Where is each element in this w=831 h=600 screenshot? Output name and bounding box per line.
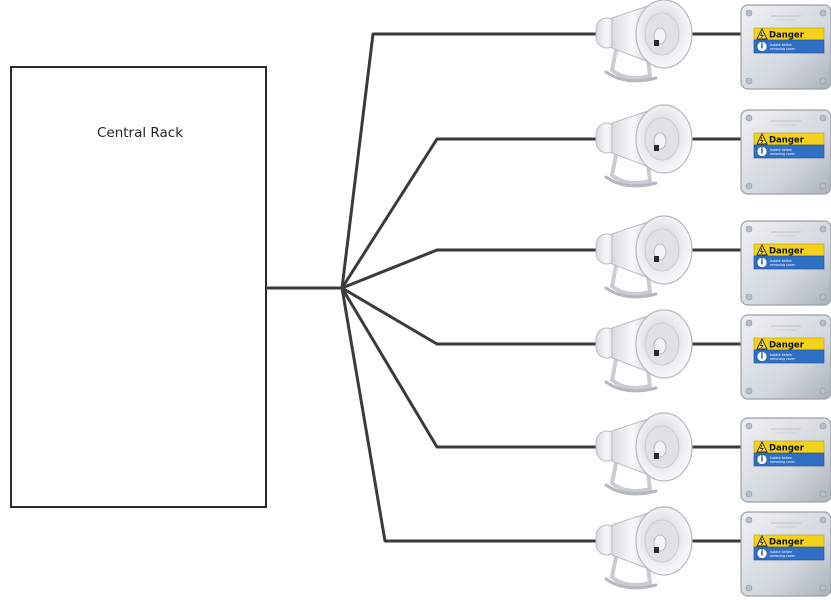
svg-text:removing cover: removing cover bbox=[770, 263, 796, 267]
danger-sign-text-1: Danger bbox=[769, 31, 805, 41]
warning-panel-5 bbox=[753, 452, 825, 467]
horn-speaker-icon-2 bbox=[595, 104, 693, 188]
svg-text:Isolate before: Isolate before bbox=[770, 148, 792, 152]
warning-triangle-icon bbox=[756, 534, 768, 547]
branch-wire-1 bbox=[340, 32, 600, 289]
svg-text:removing cover: removing cover bbox=[770, 460, 796, 464]
danger-sign-text-5: Danger bbox=[769, 444, 805, 454]
horn-speaker-icon-1 bbox=[595, 0, 693, 83]
horn-speaker-icon-4 bbox=[595, 309, 693, 393]
danger-sign-text-4: Danger bbox=[769, 341, 805, 351]
branch-wire-2 bbox=[340, 137, 600, 289]
branch-wire-3 bbox=[341, 248, 600, 290]
svg-text:Isolate before: Isolate before bbox=[770, 353, 792, 357]
svg-text:removing cover: removing cover bbox=[770, 554, 796, 558]
warning-triangle-icon bbox=[756, 132, 768, 145]
warning-triangle-icon bbox=[756, 337, 768, 350]
warning-triangle-icon bbox=[756, 440, 768, 453]
horn-speaker-icon-6 bbox=[595, 506, 693, 590]
danger-sign-text-2: Danger bbox=[769, 136, 805, 146]
svg-text:removing cover: removing cover bbox=[770, 47, 796, 51]
danger-sign-text-3: Danger bbox=[769, 247, 805, 257]
svg-text:Isolate before: Isolate before bbox=[770, 550, 792, 554]
horn-speaker-icon-5 bbox=[595, 412, 693, 496]
warning-panel-6 bbox=[753, 546, 825, 561]
warning-panel-1 bbox=[753, 39, 825, 54]
warning-panel-4 bbox=[753, 349, 825, 364]
warning-panel-2 bbox=[753, 144, 825, 159]
central-rack-box bbox=[10, 66, 267, 508]
svg-text:Isolate before: Isolate before bbox=[770, 43, 792, 47]
central-rack-label: Central Rack bbox=[97, 125, 183, 141]
svg-text:Isolate before: Isolate before bbox=[770, 259, 792, 263]
warning-triangle-icon bbox=[756, 27, 768, 40]
svg-text:Isolate before: Isolate before bbox=[770, 456, 792, 460]
branch-wire-6 bbox=[340, 287, 600, 543]
danger-sign-text-6: Danger bbox=[769, 538, 805, 548]
horn-speaker-icon-3 bbox=[595, 215, 693, 299]
warning-panel-3 bbox=[753, 255, 825, 270]
branch-wire-4 bbox=[341, 286, 600, 346]
central-rack: Central Rack bbox=[10, 66, 267, 508]
warning-triangle-icon bbox=[756, 243, 768, 256]
svg-text:removing cover: removing cover bbox=[770, 152, 796, 156]
svg-text:removing cover: removing cover bbox=[770, 357, 796, 361]
branch-wire-5 bbox=[340, 287, 600, 449]
